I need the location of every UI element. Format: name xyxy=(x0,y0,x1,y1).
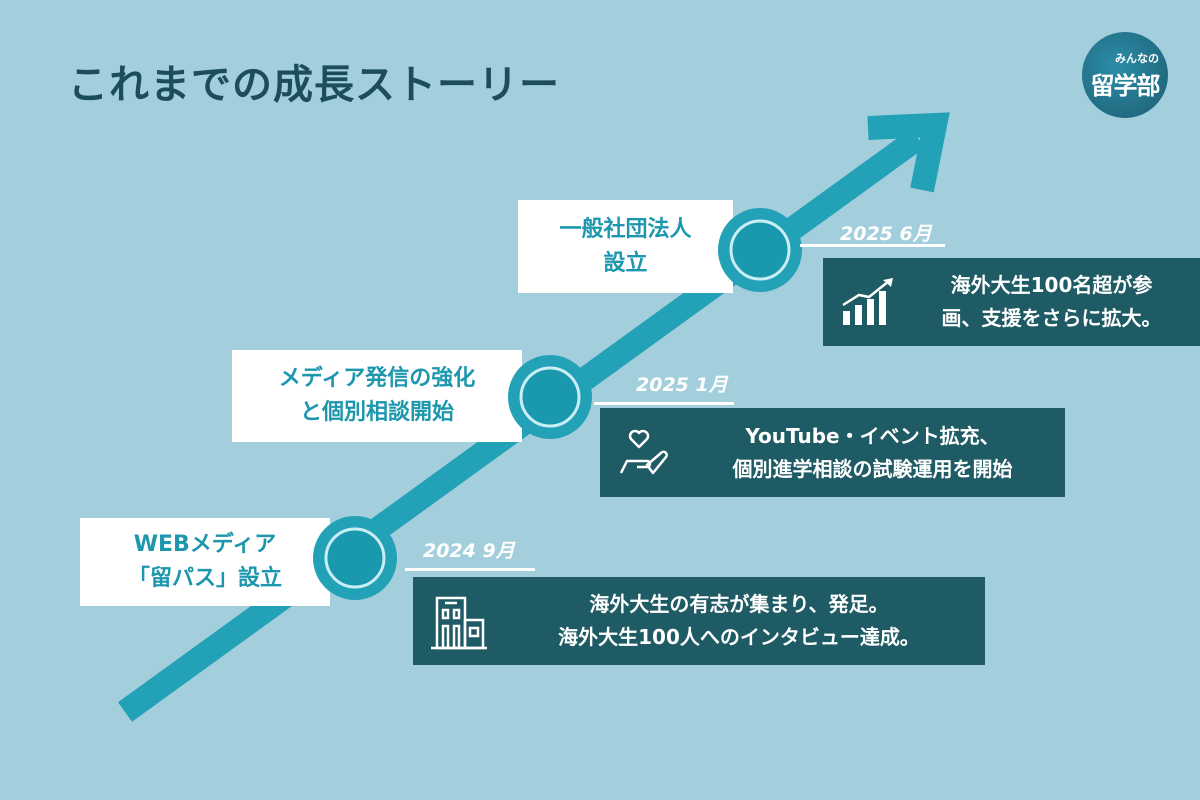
milestone-circle xyxy=(313,516,397,600)
label-line: 一般社団法人 xyxy=(559,216,692,242)
growth-chart-icon xyxy=(833,277,903,327)
milestone-desc-2025-1: YouTube・イベント拡充、 個別進学相談の試験運用を開始 xyxy=(600,408,1065,497)
page-title: これまでの成長ストーリー xyxy=(68,62,560,108)
desc-line: 個別進学相談の試験運用を開始 xyxy=(732,456,1013,481)
milestone-circle xyxy=(718,208,802,292)
milestone-circle xyxy=(508,355,592,439)
arrow-head xyxy=(867,112,950,193)
desc-line: 海外大生の有志が集まり、発足。 xyxy=(589,592,889,616)
label-line: と個別相談開始 xyxy=(299,400,454,425)
milestone-label-2025-1: メディア発信の強化 と個別相談開始 xyxy=(232,350,522,442)
milestone-desc-2025-6: 海外大生100名超が参 画、支援をさらに拡大。 xyxy=(823,258,1200,346)
heart-hand-icon xyxy=(610,425,680,481)
date-2025-1: 2025 1月 xyxy=(636,374,728,396)
label-line: 「留パス」設立 xyxy=(127,566,282,591)
desc-line: 画、支援をさらに拡大。 xyxy=(941,306,1162,330)
milestone-label-2024: WEBメディア 「留パス」設立 xyxy=(80,518,330,606)
date-2024-9: 2024 9月 xyxy=(423,540,515,562)
label-line: 設立 xyxy=(603,250,648,276)
desc-line: 海外大生100名超が参 xyxy=(950,273,1153,297)
milestone-desc-2024: 海外大生の有志が集まり、発足。 海外大生100人へのインタビュー達成。 xyxy=(413,577,985,665)
date-underline xyxy=(594,402,734,405)
logo-main-text: 留学部 xyxy=(1090,71,1161,100)
building-icon xyxy=(423,590,493,652)
label-line: WEBメディア xyxy=(133,532,277,557)
logo: みんなの 留学部 xyxy=(1082,32,1168,118)
logo-small-text: みんなの xyxy=(1115,51,1159,65)
milestone-label-2025-6: 一般社団法人 設立 xyxy=(518,200,733,293)
desc-line: 海外大生100人へのインタビュー達成。 xyxy=(558,625,920,649)
date-underline xyxy=(800,244,945,247)
date-2025-6: 2025 6月 xyxy=(840,223,932,245)
label-line: メディア発信の強化 xyxy=(278,366,476,391)
desc-line: YouTube・イベント拡充、 xyxy=(745,423,1000,448)
date-underline xyxy=(405,568,535,571)
